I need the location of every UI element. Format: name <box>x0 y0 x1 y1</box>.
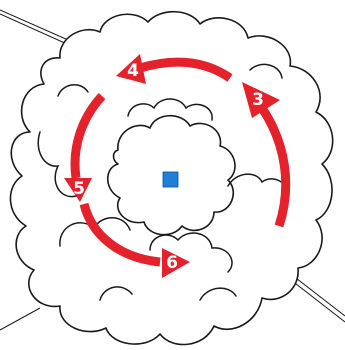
arrow-5-shaft <box>70 92 106 179</box>
band-bottom <box>149 232 233 273</box>
arrow-6-shaft <box>79 202 161 267</box>
step-label-3: 3 <box>252 90 264 110</box>
step-label-6: 6 <box>166 253 178 273</box>
band-upper-left <box>57 84 89 97</box>
arrow-4-shaft <box>138 57 233 82</box>
cycle-arrows <box>64 54 291 278</box>
center-marker <box>162 171 179 188</box>
step-label-4: 4 <box>127 61 139 81</box>
step-label-5: 5 <box>73 179 85 199</box>
arrow-4-head <box>116 54 146 84</box>
arrow-3-head <box>242 82 280 118</box>
step-labels: 3 4 5 6 <box>73 61 264 273</box>
arrow-5-head <box>64 178 92 202</box>
band-upper-right <box>249 63 283 79</box>
band-left <box>37 131 77 198</box>
lower-left-line <box>0 307 41 331</box>
arrow-6-head <box>162 248 190 278</box>
band-top <box>127 98 213 121</box>
band-lower-right <box>199 287 237 301</box>
band-lower-left <box>99 286 133 301</box>
arrow-3-shaft <box>258 105 291 228</box>
